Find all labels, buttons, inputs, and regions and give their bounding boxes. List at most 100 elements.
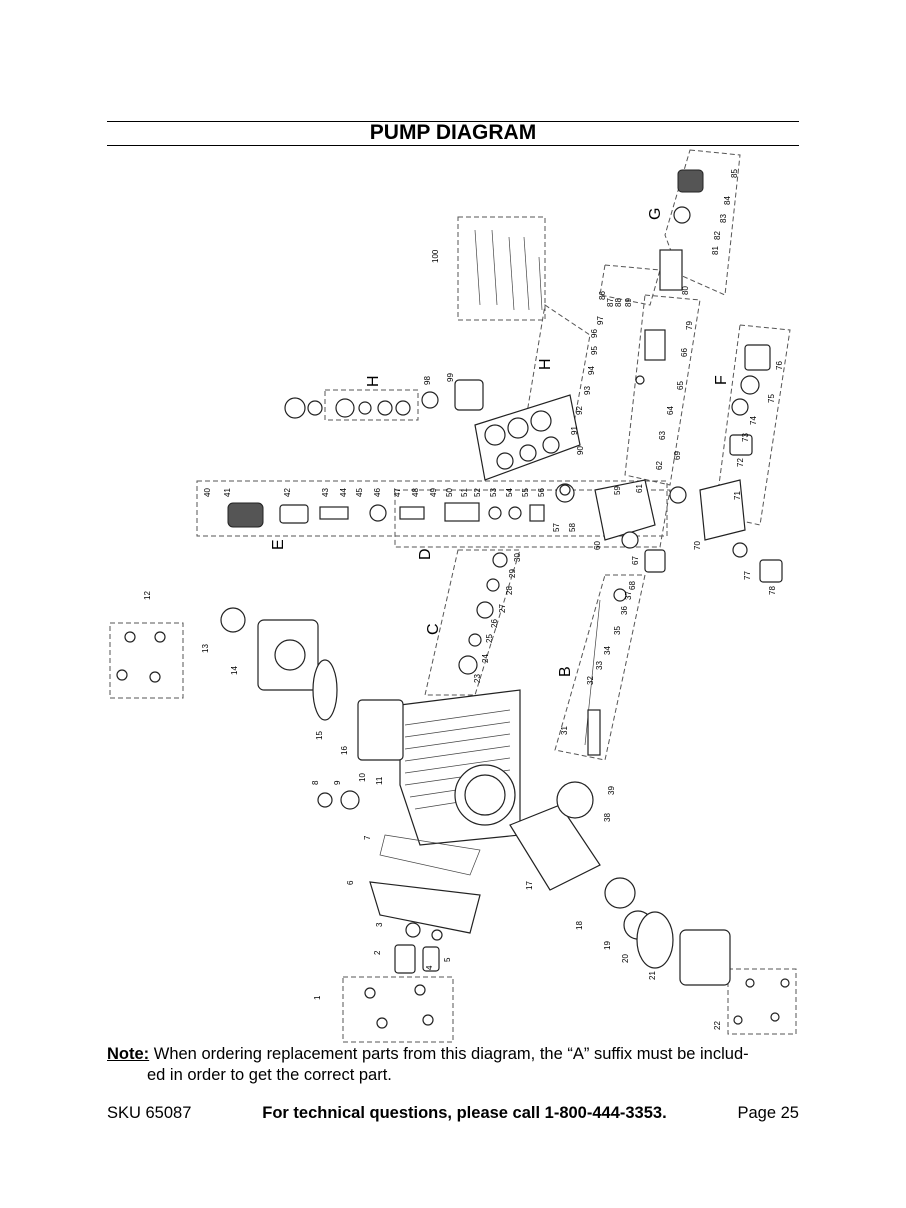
part-number-label: 70: [693, 541, 702, 550]
manifold: [474, 394, 581, 481]
fittings-f: [699, 344, 783, 583]
part-number-label: 37: [624, 591, 633, 600]
part-number-label: 5: [443, 957, 452, 962]
part-number-label: 66: [680, 348, 689, 357]
part-number-label: 92: [575, 406, 584, 415]
part-number-label: 60: [593, 541, 602, 550]
group-g-box: [664, 149, 741, 296]
part-number-label: 71: [733, 491, 742, 500]
part-number-label: 17: [525, 881, 534, 890]
part-number-label: 40: [203, 488, 212, 497]
part-number-label: 88: [614, 298, 623, 307]
part-number-label: 32: [586, 676, 595, 685]
group-c-box: [424, 549, 521, 696]
part-number-label: 80: [681, 286, 690, 295]
group-d-box: [394, 489, 671, 548]
part-number-label: 73: [741, 433, 750, 442]
part-8: [317, 792, 333, 808]
part-number-label: 3: [375, 922, 384, 927]
part-number-label: 62: [655, 461, 664, 470]
part-number-label: 90: [576, 446, 585, 455]
part-number-label: 19: [603, 941, 612, 950]
part-number-label: 1: [313, 995, 322, 1000]
part-number-label: 68: [628, 581, 637, 590]
part-number-label: 24: [481, 654, 490, 663]
part-number-label: 21: [648, 971, 657, 980]
part-number-label: 34: [603, 646, 612, 655]
part-number-label: 31: [560, 726, 569, 735]
section-letter-h-right: H: [537, 358, 554, 370]
part-number-label: 39: [607, 786, 616, 795]
part-number-label: 14: [230, 666, 239, 675]
part-number-label: 77: [743, 571, 752, 580]
part-number-label: 55: [521, 488, 530, 497]
part-number-label: 95: [590, 346, 599, 355]
part-number-label: 29: [508, 569, 517, 578]
bolts-100: [474, 229, 543, 311]
title-top-rule: [107, 121, 799, 122]
part-number-label: 97: [596, 316, 605, 325]
part-69: [669, 486, 687, 504]
part-number-label: 27: [498, 604, 507, 613]
page-number: Page 25: [737, 1104, 799, 1122]
part-number-label: 15: [315, 731, 324, 740]
part-number-label: 2: [373, 950, 382, 955]
part-number-label: 100: [431, 249, 440, 263]
group-12-box: [109, 622, 184, 699]
page-footer: SKU 65087 For technical questions, pleas…: [107, 1104, 799, 1123]
part-number-label: 18: [575, 921, 584, 930]
part-number-label: 38: [603, 813, 612, 822]
pump-exploded-diagram: B C D E F G H H 123456789101112131415161…: [109, 149, 797, 1043]
part-number-label: 89: [624, 298, 633, 307]
part-number-label: 59: [613, 486, 622, 495]
part-number-label: 43: [321, 488, 330, 497]
part-number-label: 48: [411, 488, 420, 497]
part-number-label: 78: [768, 586, 777, 595]
group-fitting-box: [599, 264, 661, 306]
section-letter-b: B: [557, 666, 574, 677]
part-number-label: 50: [445, 488, 454, 497]
part-number-label: 61: [635, 484, 644, 493]
part-number-label: 58: [568, 523, 577, 532]
part-number-label: 28: [505, 586, 514, 595]
part-number-label: 69: [673, 451, 682, 460]
group-1-box: [342, 976, 454, 1043]
part-number-label: 75: [767, 394, 776, 403]
part-number-label: 87: [606, 298, 615, 307]
part-number-label: 56: [537, 488, 546, 497]
part-number-label: 47: [393, 488, 402, 497]
valve-99: [421, 379, 484, 411]
part-number-label: 13: [201, 644, 210, 653]
part-number-label: 64: [666, 406, 675, 415]
page-title: PUMP DIAGRAM: [369, 121, 537, 144]
part-9: [340, 790, 360, 810]
part-number-label: 10: [358, 773, 367, 782]
group-22-box: [727, 968, 797, 1035]
part-number-label: 41: [223, 488, 232, 497]
bolts-22: [733, 978, 790, 1025]
part-number-label: 7: [363, 835, 372, 840]
section-letter-d: D: [417, 548, 434, 560]
group-b-box: [554, 574, 646, 761]
part-number-label: 76: [775, 361, 784, 370]
note-text-line-1: When ordering replacement parts from thi…: [149, 1045, 749, 1063]
valve-h-left: [284, 397, 411, 419]
part-number-label: 85: [730, 169, 739, 178]
part-number-label: 65: [676, 381, 685, 390]
part-number-label: 99: [446, 373, 455, 382]
part-number-label: 93: [583, 386, 592, 395]
section-letter-c: C: [425, 623, 442, 635]
crankcase: [399, 689, 521, 846]
part-number-label: 57: [552, 523, 561, 532]
part-number-label: 6: [346, 880, 355, 885]
part-number-label: 74: [749, 416, 758, 425]
part-number-label: 94: [587, 366, 596, 375]
part-number-label: 9: [333, 780, 342, 785]
part-number-label: 42: [283, 488, 292, 497]
fittings-g: [635, 169, 704, 385]
section-letter-g: G: [647, 208, 664, 220]
part-number-label: 20: [621, 954, 630, 963]
connecting-rod-b: [584, 588, 627, 756]
part-number-label: 12: [143, 591, 152, 600]
